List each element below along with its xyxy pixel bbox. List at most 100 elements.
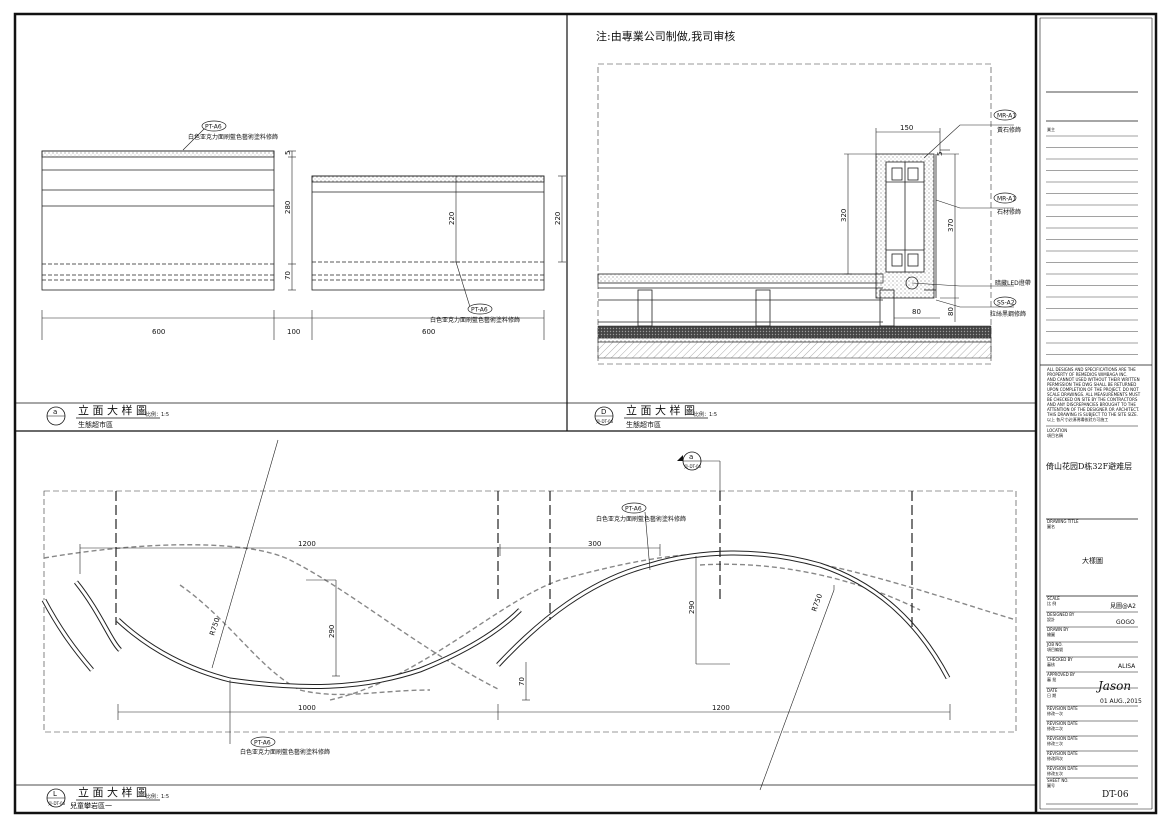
sheet-no: DT-06: [1102, 790, 1129, 800]
dim-l-300: 300: [588, 540, 601, 548]
panel-l-tag-2: PT-A6 白色亚克力面刷藍色藝術塗料修飾: [229, 680, 330, 756]
disclaimer-line: PERMISSION THE DWG SHALL BE RETURNED: [1047, 382, 1136, 387]
svg-text:PT-A6: PT-A6: [625, 506, 642, 513]
svg-text:黃石修飾: 黃石修飾: [997, 126, 1021, 134]
dim-l-r750b: R750: [810, 593, 824, 613]
project-name: 倚山花园D栋32F避难层: [1046, 461, 1132, 471]
dim-a-100: 100: [287, 328, 300, 336]
disclaimer-line: 以上 各尺寸必須現場核對方可施工: [1047, 416, 1108, 422]
note-top: 注:由專業公司制做,我司审核: [596, 29, 735, 43]
svg-text:比 例: 比 例: [1047, 600, 1056, 606]
scale-value: 見圖@A2: [1110, 603, 1136, 610]
panel-d-boundary: [597, 63, 992, 365]
revision-cn: 修改二次: [1047, 725, 1063, 731]
svg-text:PT-A6: PT-A6: [254, 740, 271, 747]
panel-a-subtitle: 生態超市區: [78, 420, 113, 429]
svg-text:CHECKED BY: CHECKED BY: [1047, 657, 1073, 662]
revision-cn: 修改一次: [1047, 710, 1063, 716]
panel-a-title: 立 面 大 样 圖: [78, 403, 147, 417]
dim-a-280: 280: [284, 201, 292, 214]
panel-l-title-bar: L 見-DT-06 立 面 大 样 圖 比例：1:5 兒童攀岩區一: [15, 784, 1036, 810]
dim-l-r750a: R750: [208, 617, 221, 637]
designed-value: GOGO: [1116, 619, 1135, 626]
revision-label: REVISION DATE: [1047, 766, 1078, 771]
svg-text:設計: 設計: [1047, 616, 1055, 622]
revision-label: REVISION DATE: [1047, 751, 1078, 756]
revision-cn: 修改四次: [1047, 755, 1063, 761]
panel-a-elevation: 5 280 70 220 220 600 100 600 PT-A6 白色亚克力…: [15, 120, 567, 429]
panel-a-tag-2: PT-A6 白色亚克力面刷藍色藝術塗料修飾: [430, 261, 520, 324]
location-cn: 項目名稱: [1047, 432, 1063, 438]
svg-text:白色亚克力面刷藍色藝術塗料修飾: 白色亚克力面刷藍色藝術塗料修飾: [188, 133, 278, 141]
location-label: LOCATION: [1047, 428, 1067, 433]
dim-a-220b: 220: [554, 212, 562, 225]
revision-label: REVISION DATE: [1047, 721, 1078, 726]
svg-text:PT-A6: PT-A6: [471, 307, 488, 314]
panel-l-title: 立 面 大 样 圖: [78, 785, 147, 799]
svg-text:日 期: 日 期: [1047, 692, 1056, 698]
dim-d-370: 370: [947, 219, 955, 232]
panel-a-tag-1: PT-A6 白色亚克力面刷藍色藝術塗料修飾: [182, 120, 278, 151]
revision-cn: 修改三次: [1047, 740, 1063, 746]
disclaimer-line: THIS DRAWING IS SUBJECT TO THE SITE SIZE…: [1046, 412, 1138, 417]
panel-l-section-marker: a 見-DT-06: [677, 451, 721, 491]
svg-text:SCALE: SCALE: [1047, 596, 1060, 601]
drawing-title: 大樣圖: [1082, 556, 1103, 565]
svg-text:審核: 審核: [1047, 661, 1055, 667]
revision-label: REVISION DATE: [1047, 706, 1078, 711]
disclaimer-line: ALL DESIGNS AND SPECIFICATIONS ARE THE: [1047, 367, 1136, 372]
svg-text:圖号: 圖号: [1047, 782, 1055, 788]
panel-l-tag-1: PT-A6 白色亚克力面刷藍色藝術塗料修飾: [596, 502, 686, 571]
panel-a-title-bar: a 立 面 大 样 圖 比例：1:5 生態超市區: [15, 402, 567, 429]
panel-d-subtitle: 生態超市區: [626, 420, 661, 429]
panel-d-sheet-ref: 見-DT-06: [596, 418, 614, 424]
drawing-title-cn: 圖名: [1047, 523, 1055, 529]
svg-text:石材修飾: 石材修飾: [997, 208, 1021, 216]
svg-text:JOB NO.: JOB NO.: [1046, 642, 1063, 647]
title-block: 業主 ALL DESIGNS AND SPECIFICATIONS ARE TH…: [1040, 91, 1152, 805]
owner-label: 業主: [1047, 126, 1055, 132]
svg-text:白色亚克力面刷藍色藝術塗料修飾: 白色亚克力面刷藍色藝術塗料修飾: [240, 748, 330, 756]
dim-a-5: 5: [284, 151, 292, 155]
panel-a-dimensions: [41, 150, 566, 340]
panel-a-marker: a: [53, 408, 57, 416]
dim-l-1000: 1000: [298, 704, 316, 712]
disclaimer-line: BE CHECKED ON SITE BY THE CONTRACTORS: [1047, 397, 1138, 402]
disclaimer-line: ATTENTION OF THE DESIGNER OR ARCHITECT.: [1047, 407, 1139, 412]
panel-l-elevation: 1200 300 290 290 70 R750 R750 1000 1200 …: [15, 439, 1036, 810]
panel-d-scale: 比例：1:5: [694, 411, 717, 418]
panel-l-sheet-ref: 見-DT-06: [48, 800, 66, 806]
revision-cn: 修改五次: [1047, 770, 1063, 776]
dim-l-290a: 290: [328, 625, 336, 638]
disclaimer-line: AND CANNOT USED WITHOUT THEIR WRITTEN: [1047, 377, 1140, 382]
svg-text:暗藏LED燈帶: 暗藏LED燈帶: [995, 279, 1031, 287]
disclaimer-line: PROPERTY OF REMEDIOS WIMBAGA INC.: [1047, 372, 1128, 377]
dim-l-1200a: 1200: [298, 540, 316, 548]
svg-text:DRAWN BY: DRAWN BY: [1047, 627, 1069, 632]
svg-text:MR-A1: MR-A1: [997, 196, 1016, 203]
dim-a-220a: 220: [448, 212, 456, 225]
disclaimer-line: AND ANY DISCREPANCIES BROUGHT TO THE: [1047, 402, 1136, 407]
svg-text:審 批: 審 批: [1047, 676, 1056, 682]
dim-d-80a: 80: [912, 308, 921, 316]
panel-l-boundary: [43, 490, 1017, 733]
panel-l-subtitle: 兒童攀岩區一: [70, 801, 112, 810]
svg-text:白色亚克力面刷藍色藝術塗料修飾: 白色亚克力面刷藍色藝術塗料修飾: [430, 316, 520, 324]
svg-text:DATE: DATE: [1047, 688, 1058, 693]
svg-text:見-DT-06: 見-DT-06: [684, 463, 702, 469]
dim-l-70: 70: [518, 677, 526, 686]
approved-signature: Jason: [1095, 679, 1131, 693]
svg-text:APPROVED BY: APPROVED BY: [1047, 672, 1076, 677]
panel-d-title: 立 面 大 样 圖: [626, 403, 695, 417]
panel-a-left-box: [41, 150, 275, 291]
panel-l-marker: L: [53, 790, 57, 798]
svg-text:PT-A6: PT-A6: [205, 124, 222, 131]
panel-a-dim-text: 5 280 70 220 220 600 100 600: [152, 151, 562, 336]
panel-a-scale: 比例：1:5: [146, 411, 169, 418]
panel-a-right-box: [311, 175, 545, 291]
panel-l-scale: 比例：1:5: [146, 793, 169, 800]
dim-d-320: 320: [840, 209, 848, 222]
svg-text:拉絲黑鋼修飾: 拉絲黑鋼修飾: [990, 310, 1026, 318]
checked-value: ALISA: [1118, 663, 1136, 670]
dim-a-70: 70: [284, 271, 292, 280]
